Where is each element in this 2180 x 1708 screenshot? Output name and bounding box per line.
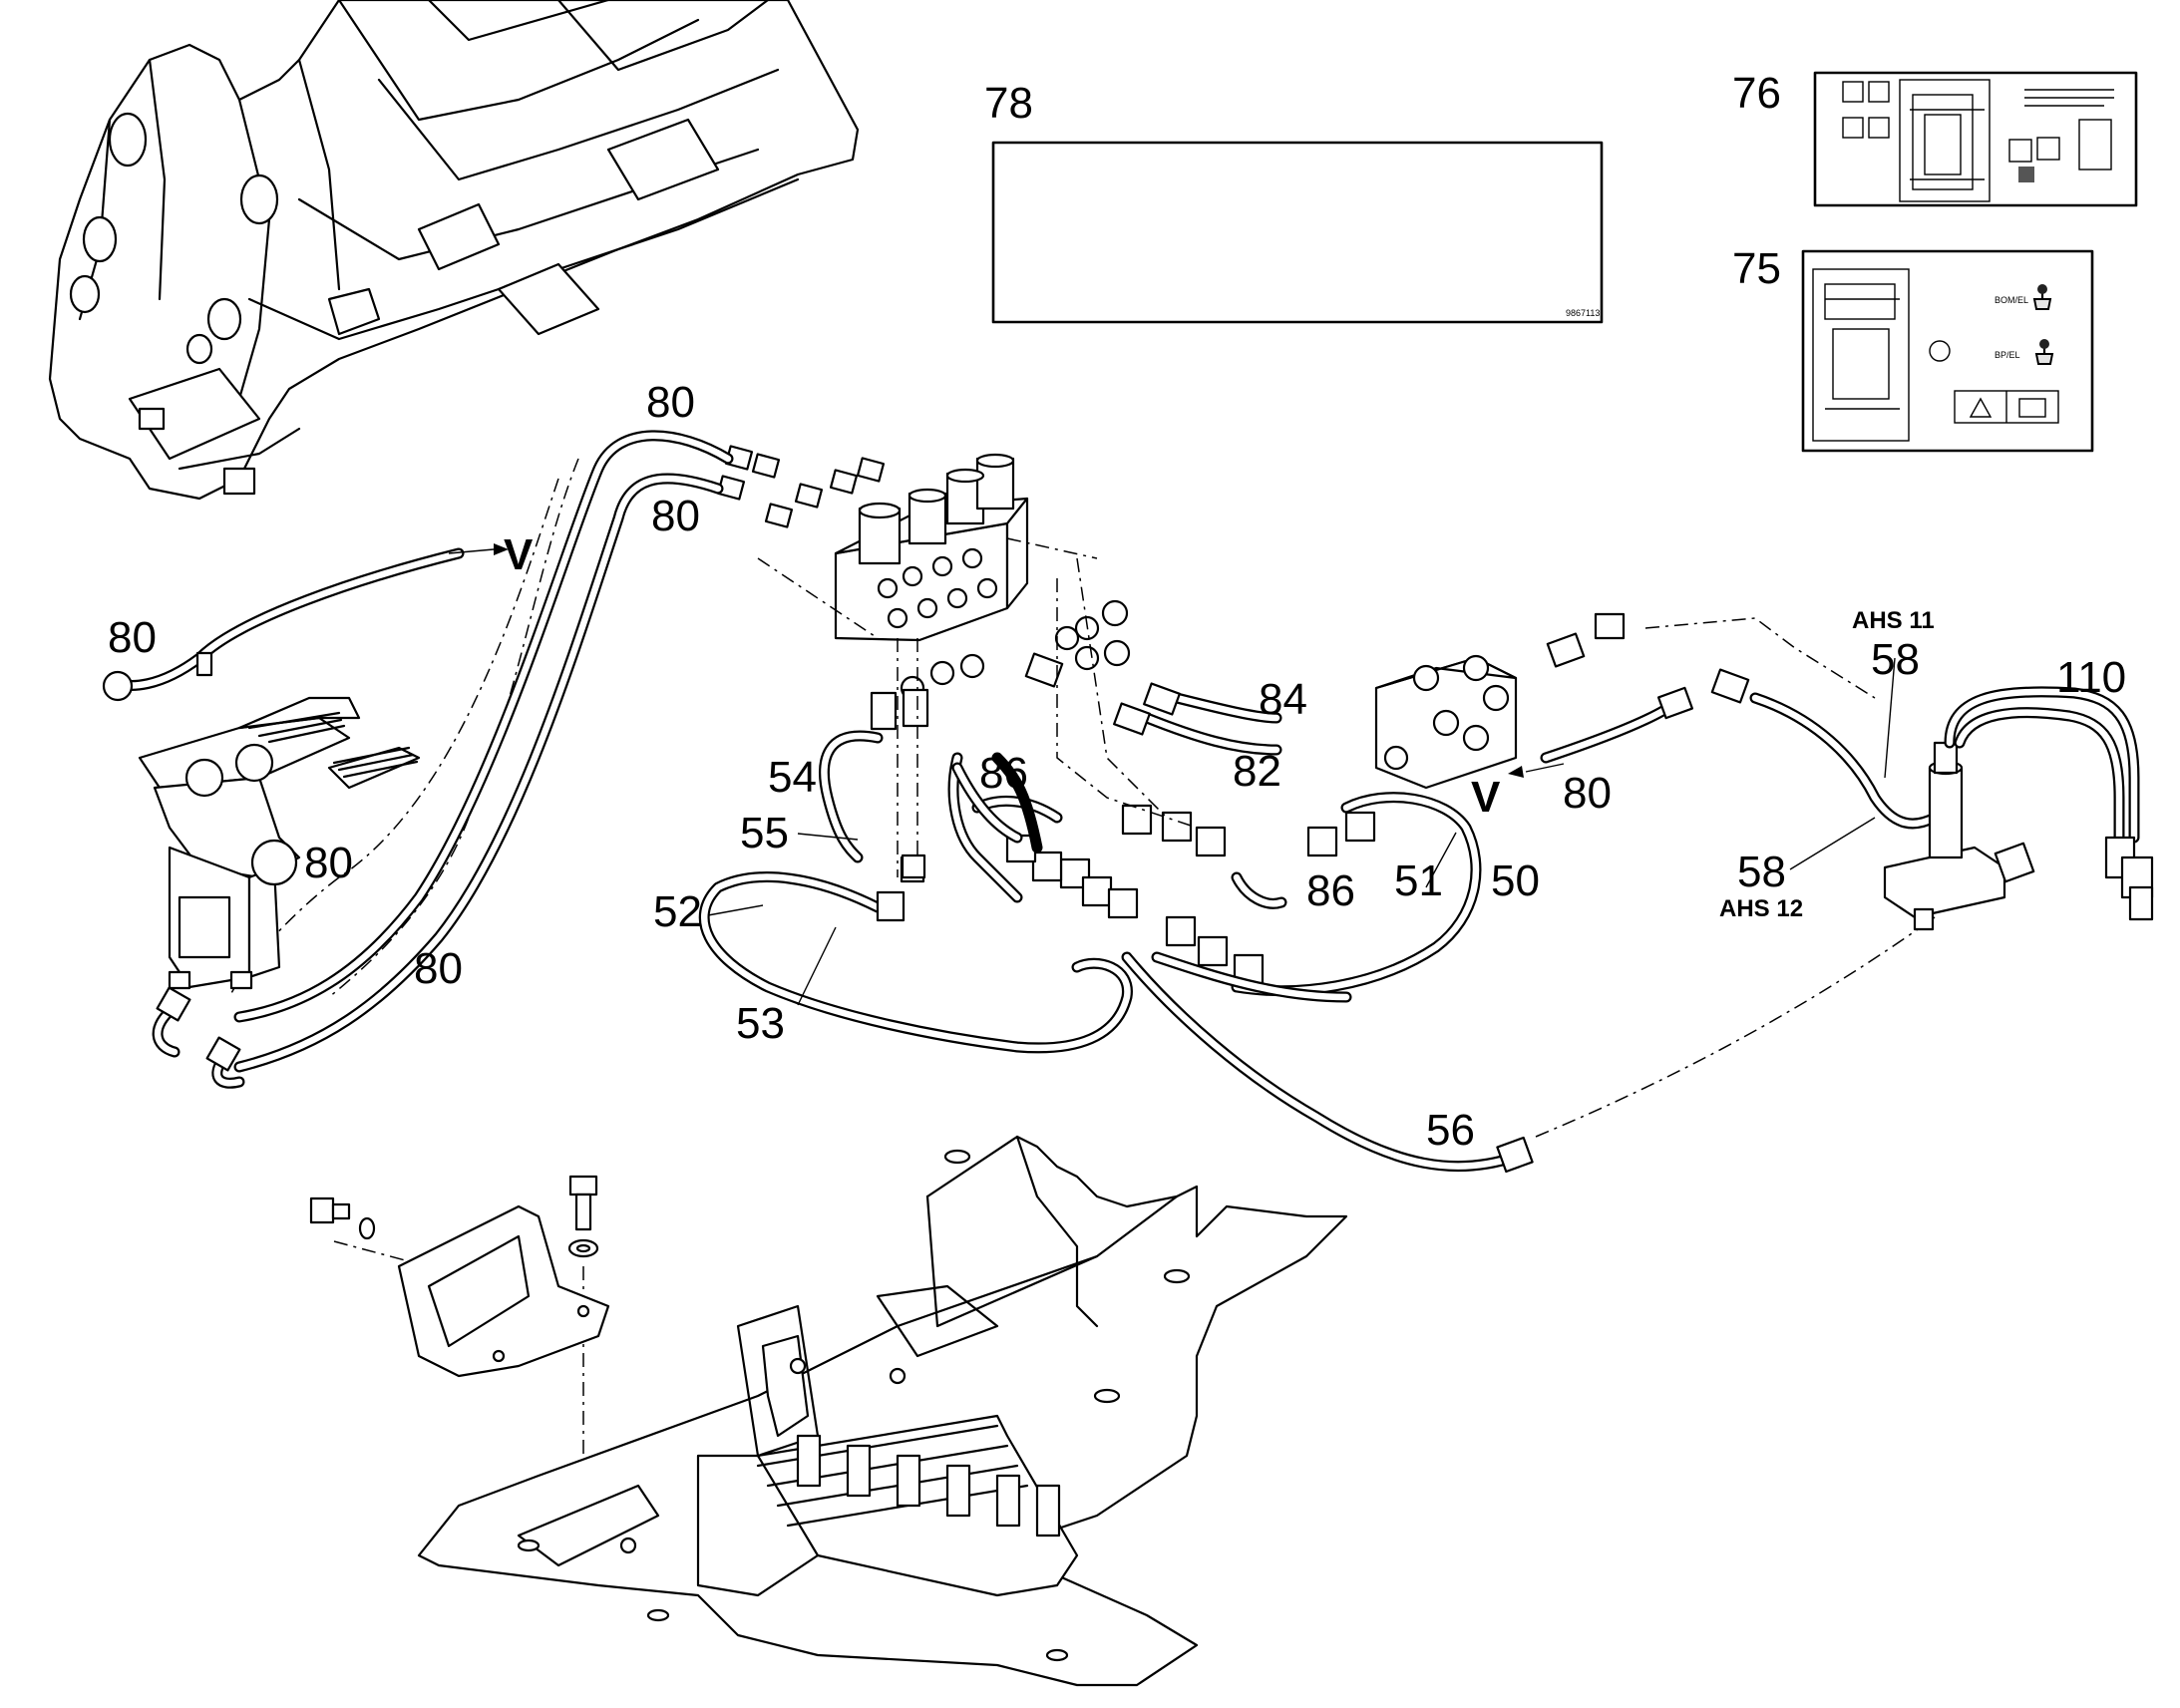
hose-80-right — [1540, 686, 1694, 764]
callout-80-left: 80 — [108, 613, 157, 662]
callout-86-left: 86 — [979, 749, 1028, 798]
callout-55: 55 — [740, 809, 789, 857]
callout-110: 110 — [2056, 653, 2127, 702]
plate-78 — [991, 141, 1604, 324]
callout-80-pedal: 80 — [304, 839, 353, 887]
plate-78-code: 9867113 — [1566, 308, 1601, 318]
mounting-plate — [417, 1135, 1348, 1687]
callout-80-right: 80 — [1563, 769, 1612, 818]
callout-54: 54 — [768, 753, 817, 802]
callout-v-right: V — [1471, 773, 1501, 822]
callout-v-left: V — [504, 530, 534, 579]
hose-56 — [1121, 951, 1534, 1174]
decal-75-text-bottom: BP/EL — [1995, 350, 2020, 360]
label-ahs11: AHS 11 — [1852, 607, 1935, 634]
callout-75: 75 — [1732, 244, 1781, 293]
callout-80-top2: 80 — [651, 492, 700, 540]
callout-52: 52 — [653, 887, 702, 936]
hoses-52-55 — [698, 730, 1133, 1054]
fittings-cluster — [716, 445, 1376, 985]
sensor-assembly — [1749, 686, 2154, 931]
pedal-assembly — [138, 696, 421, 1089]
decal-75 — [1801, 249, 2094, 453]
label-ahs12: AHS 12 — [1719, 895, 1804, 922]
decal-75-text-top: BOM/EL — [1995, 295, 2029, 305]
decal-76 — [1813, 71, 2138, 207]
hoses-80 — [102, 430, 734, 1073]
callout-80-top: 80 — [646, 378, 695, 427]
callout-53: 53 — [736, 999, 785, 1048]
valve-block — [834, 453, 1029, 642]
callout-78: 78 — [984, 79, 1033, 128]
callout-86-right: 86 — [1306, 866, 1355, 915]
callout-50: 50 — [1491, 856, 1540, 905]
callout-76: 76 — [1732, 69, 1781, 118]
callout-80-bottom: 80 — [414, 944, 463, 993]
callout-51: 51 — [1394, 856, 1443, 905]
callout-58-bottom: 58 — [1737, 848, 1786, 896]
bolts — [309, 1175, 599, 1258]
callout-82: 82 — [1233, 747, 1281, 796]
valve-block-right — [1374, 612, 1750, 790]
hoses-50-51 — [1151, 792, 1482, 1003]
callout-84: 84 — [1259, 675, 1307, 724]
machine-frame — [48, 0, 860, 501]
hose-86 — [951, 762, 1287, 909]
bracket — [397, 1204, 610, 1378]
callout-56: 56 — [1426, 1106, 1475, 1155]
hoses-84-82 — [1113, 682, 1282, 756]
